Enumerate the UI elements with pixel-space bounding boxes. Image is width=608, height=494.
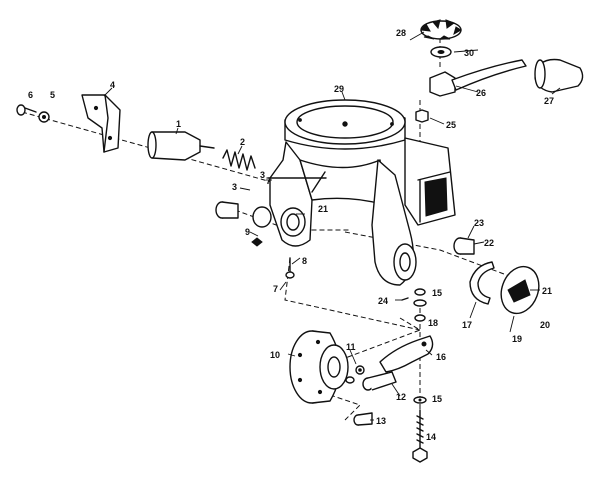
screw-part-8 [285,257,295,279]
label-part-10: 10 [270,350,280,360]
rod-part-7 [267,171,327,193]
main-body-part-29 [269,99,456,286]
label-part-27: 27 [544,96,554,106]
bolt-part-14 [412,409,428,463]
horseshoe-part-17 [469,261,495,305]
label-part-1: 1 [176,119,181,129]
label-part-9: 9 [245,227,250,237]
label-part-18: 18 [428,318,438,328]
pin-part-9 [215,201,272,247]
label-part-25: 25 [446,120,456,130]
nut-part-25 [415,109,429,123]
label-part-22: 22 [484,238,494,248]
plunger-part-1 [147,131,215,161]
label-part-15-a: 15 [432,288,442,298]
nut-part-15-top [413,288,427,307]
handle-part-26 [429,59,527,97]
spring-part-2 [222,149,256,171]
label-part-26: 26 [476,88,486,98]
label-part-28: 28 [396,28,406,38]
label-part-20: 20 [540,320,550,330]
label-part-23: 23 [474,218,484,228]
bushing-part-23 [453,237,475,255]
part-number-labels: 6 5 4 1 2 3 3 21 9 8 7 29 28 30 26 27 25… [28,28,554,442]
bolt-part-13 [353,412,373,426]
label-part-15-b: 15 [432,394,442,404]
label-part-21-b: 21 [542,286,552,296]
label-part-4: 4 [110,80,115,90]
label-part-13: 13 [376,416,386,426]
leader-lines [103,31,561,421]
knob-part-27 [534,58,584,93]
label-part-24: 24 [378,296,388,306]
label-part-6: 6 [28,90,33,100]
label-part-16: 16 [436,352,446,362]
label-part-30: 30 [464,48,474,58]
label-part-5: 5 [50,90,55,100]
label-part-7-b: 7 [273,284,278,294]
washer-part-18 [414,314,426,322]
label-part-11: 11 [346,342,356,352]
label-part-12: 12 [396,392,406,402]
bracket-part-4 [81,94,121,153]
label-part-7-a: 7 [266,176,271,186]
screw-part-6 [16,104,37,116]
label-part-14: 14 [426,432,436,442]
label-part-29: 29 [334,84,344,94]
nut-part-11 [345,365,365,384]
flange-hub-part-10 [289,330,349,404]
label-part-8: 8 [302,256,307,266]
label-part-2: 2 [240,137,245,147]
label-part-3-b: 3 [232,182,237,192]
label-part-3-a: 3 [260,170,265,180]
label-part-19: 19 [512,334,522,344]
bolt-part-12 [362,371,397,391]
label-part-17: 17 [462,320,472,330]
screw-part-24 [401,297,409,301]
washer-part-15-bottom [413,396,427,404]
washer-part-30 [430,46,452,58]
lever-part-16 [379,335,434,373]
cam-disc-part-19 [500,265,540,315]
washer-part-5 [38,111,50,123]
star-wheel-part-28 [420,19,462,40]
label-part-21-a: 21 [318,204,328,214]
